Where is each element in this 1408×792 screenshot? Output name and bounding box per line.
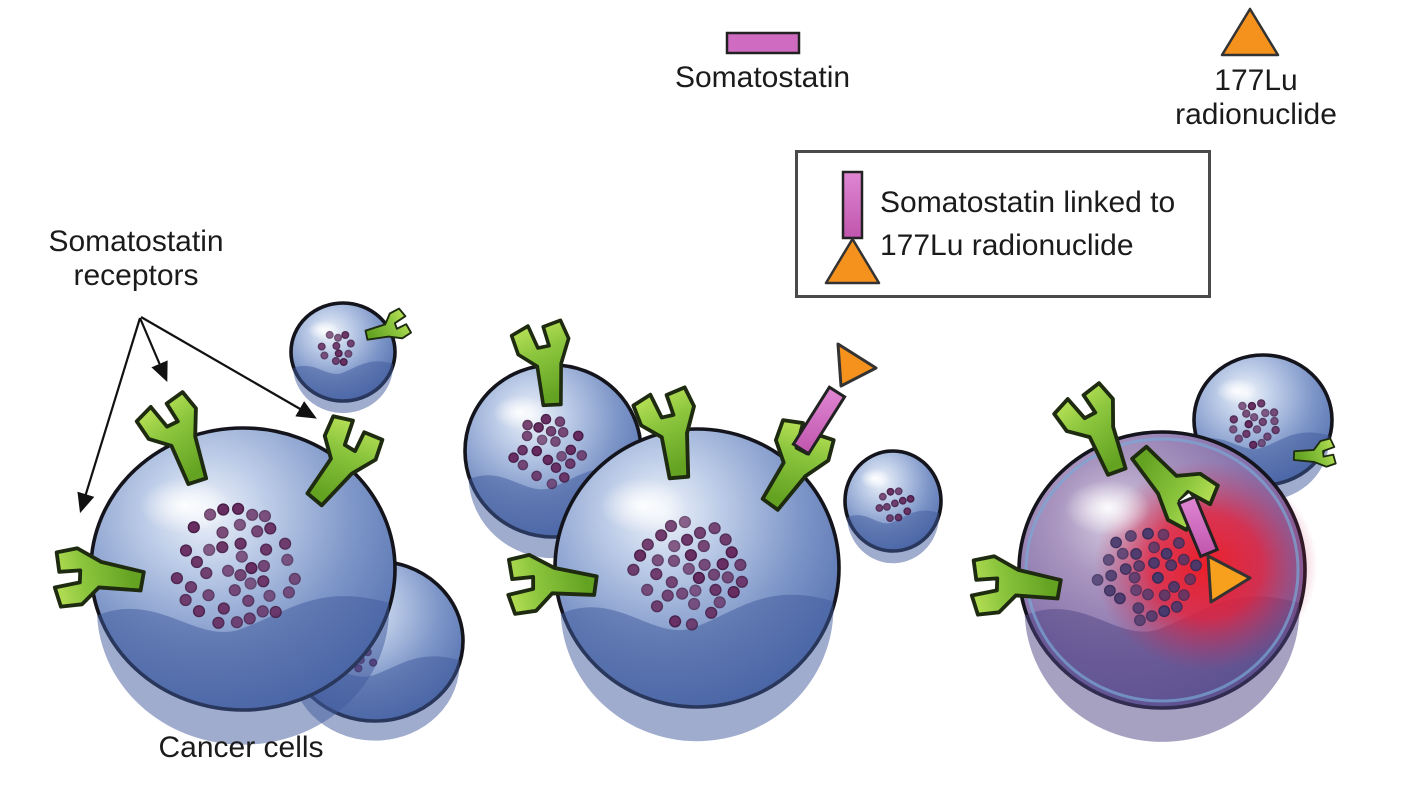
radionuclide-triangle-icon xyxy=(1206,554,1252,604)
cell-highlight xyxy=(139,477,231,534)
cell-highlight xyxy=(493,395,546,430)
somatostatin-swatch-icon xyxy=(725,31,801,55)
nucleus-dots xyxy=(1091,527,1202,627)
nucleus-dots xyxy=(875,487,915,522)
arrow xyxy=(140,316,317,419)
somatostatin-rod-icon xyxy=(1176,494,1220,559)
arrow xyxy=(138,317,168,383)
cancer-cell-small-left xyxy=(289,301,397,414)
nucleus-dots xyxy=(170,502,301,629)
cancer-cell-irradiated-right xyxy=(1017,430,1318,742)
cell-highlight xyxy=(1064,480,1151,536)
somatostatin-177lu-conjugate-bound xyxy=(1176,494,1252,604)
legend-conjugate-icon xyxy=(824,170,881,285)
cell-shade xyxy=(97,596,390,745)
receptor-pointer-arrows xyxy=(77,316,317,514)
cell-highlight xyxy=(600,477,686,534)
receptors-annotation-label: Somatostatin receptors xyxy=(48,225,224,293)
cell-shade xyxy=(560,594,834,742)
cell-shade xyxy=(293,361,393,414)
nucleus-dots xyxy=(627,515,749,631)
cancer-cell-small-middle xyxy=(843,449,943,564)
radionuclide-swatch-icon xyxy=(1220,7,1280,57)
legend-radionuclide-label: 177Lu radionuclide xyxy=(1175,64,1337,132)
somatostatin-rod-icon xyxy=(791,385,847,456)
cell-shade xyxy=(846,510,940,564)
legend-conjugate-label: Somatostatin linked to 177Lu radionuclid… xyxy=(880,186,1176,262)
arrow xyxy=(77,317,142,514)
cancer-cell-large-middle xyxy=(553,427,841,742)
radionuclide-triangle-icon xyxy=(836,342,878,388)
conjugate-legend-box xyxy=(795,150,1211,298)
cancer-cells-label: Cancer cells xyxy=(158,731,324,764)
nucleus-dots xyxy=(317,330,355,367)
legend-somatostatin-label: Somatostatin xyxy=(674,61,851,94)
somatostatin-rod-icon xyxy=(841,170,864,240)
nucleus-dots xyxy=(1229,399,1280,450)
cell-highlight xyxy=(860,468,890,489)
nucleus-dots xyxy=(508,413,588,490)
radionuclide-triangle-icon xyxy=(824,237,881,285)
somatostatin-177lu-conjugate xyxy=(791,342,878,456)
cell-highlight xyxy=(1216,377,1258,404)
